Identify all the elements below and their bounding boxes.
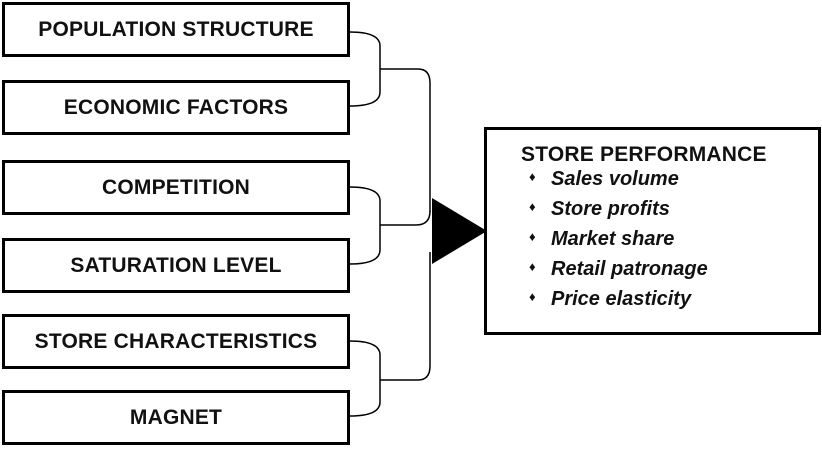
bracket-pair-1 <box>349 31 381 107</box>
diamond-bullet-icon: ♦ <box>529 169 536 184</box>
factor-box-magnet: MAGNET <box>2 390 350 445</box>
metric-label: Price elasticity <box>551 288 692 310</box>
diamond-bullet-icon: ♦ <box>529 229 536 244</box>
diamond-bullet-icon: ♦ <box>529 199 536 214</box>
factor-box-economic-factors: ECONOMIC FACTORS <box>2 80 350 135</box>
factor-label: STORE CHARACTERISTICS <box>34 329 318 353</box>
factor-box-store-characteristics: STORE CHARACTERISTICS <box>2 314 350 369</box>
factor-label: ECONOMIC FACTORS <box>63 95 289 119</box>
factor-label: COMPETITION <box>101 175 251 199</box>
factor-box-population-structure: POPULATION STRUCTURE <box>2 2 350 57</box>
factor-label: SATURATION LEVEL <box>70 253 282 277</box>
outcome-title: STORE PERFORMANCE <box>521 143 767 166</box>
factor-box-saturation-level: SATURATION LEVEL <box>2 238 350 293</box>
bracket-group-upper <box>380 68 431 212</box>
bracket-pair-2 <box>349 186 381 265</box>
bracket-group-lower <box>380 210 431 226</box>
metric-label: Retail patronage <box>551 258 708 280</box>
factor-label: POPULATION STRUCTURE <box>38 17 314 41</box>
factor-box-competition: COMPETITION <box>2 160 350 215</box>
bracket-group-bottom <box>380 252 431 381</box>
bracket-pair-3 <box>349 340 381 417</box>
arrow-right-icon <box>432 198 487 264</box>
factor-label: MAGNET <box>129 405 223 429</box>
metric-label: Market share <box>551 228 675 250</box>
diamond-bullet-icon: ♦ <box>529 259 536 274</box>
diamond-bullet-icon: ♦ <box>529 289 536 304</box>
store-performance-box: STORE PERFORMANCE ♦ Sales volume ♦ Store… <box>484 127 821 335</box>
metric-label: Store profits <box>551 198 670 220</box>
metric-label: Sales volume <box>551 168 679 190</box>
